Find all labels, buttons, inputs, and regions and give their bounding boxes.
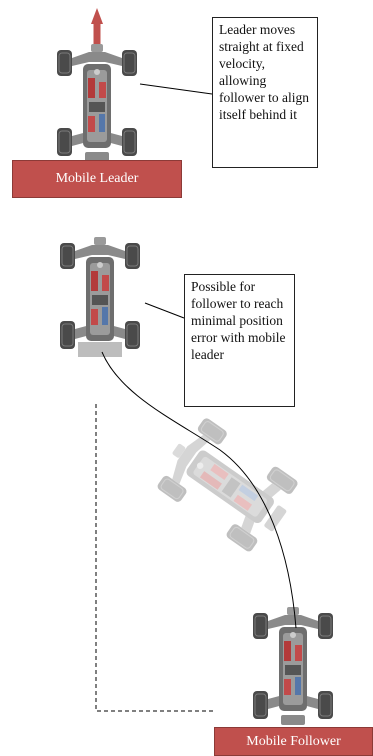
follower-note: Possible for follower to reach minimal p… — [184, 274, 295, 407]
leader-note: Leader moves straight at fixed velocity,… — [212, 17, 318, 168]
rc-truck-icon — [60, 237, 140, 355]
leader-note-connector — [140, 84, 212, 94]
follower-label: Mobile Follower — [214, 727, 373, 756]
leader-note-text: Leader moves straight at fixed velocity,… — [219, 22, 309, 122]
follower-note-connector — [145, 303, 184, 318]
follower-note-text: Possible for follower to reach minimal p… — [191, 279, 285, 362]
rc-truck-icon — [253, 607, 333, 725]
follower-label-text: Mobile Follower — [246, 734, 341, 750]
rc-truck-icon — [57, 44, 137, 162]
hitch-block — [78, 342, 122, 357]
up-arrow-icon — [91, 8, 103, 48]
leader-label-text: Mobile Leader — [56, 171, 139, 187]
rc-truck-icon — [151, 413, 305, 557]
leader-label: Mobile Leader — [12, 160, 182, 198]
